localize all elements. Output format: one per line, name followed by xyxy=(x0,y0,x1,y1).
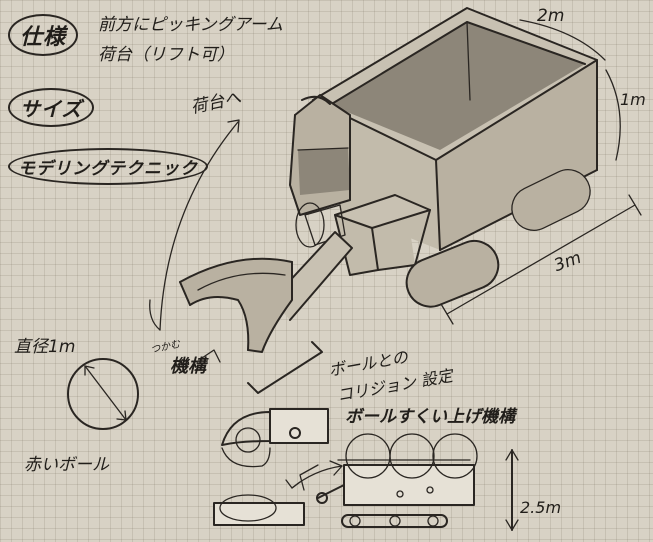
diameter-label: 直径1m xyxy=(14,337,76,357)
width-dimension xyxy=(519,19,606,61)
cab xyxy=(289,94,351,216)
ball-drawing xyxy=(67,358,139,430)
collision-bracket xyxy=(247,341,323,394)
spec-line-bed: 荷台（リフト可） xyxy=(98,45,234,65)
lift-mechanism-detail xyxy=(221,408,329,468)
length-dimension xyxy=(446,204,636,315)
total-height-label: 2.5m xyxy=(520,498,562,517)
spec-line-arm: 前方にピッキングアーム xyxy=(98,15,283,35)
crawler-tracks xyxy=(295,169,591,308)
red-ball-label: 赤いボール xyxy=(24,455,109,475)
side-view xyxy=(213,433,519,531)
spec-heading: 仕様 xyxy=(8,14,79,56)
mechanism-label: 機構 xyxy=(170,356,206,377)
cargo-bed xyxy=(312,7,598,251)
height-dimension xyxy=(605,69,621,161)
modeling-heading: モデリングテクニック xyxy=(8,148,208,185)
to-bed-arrow xyxy=(159,121,239,331)
width-label: 2m xyxy=(537,6,565,26)
picking-arm xyxy=(179,231,353,353)
lift-label: ボールすくい上げ機構 xyxy=(345,407,515,427)
size-heading: サイズ xyxy=(8,88,95,127)
height-label: 1m xyxy=(620,90,646,109)
